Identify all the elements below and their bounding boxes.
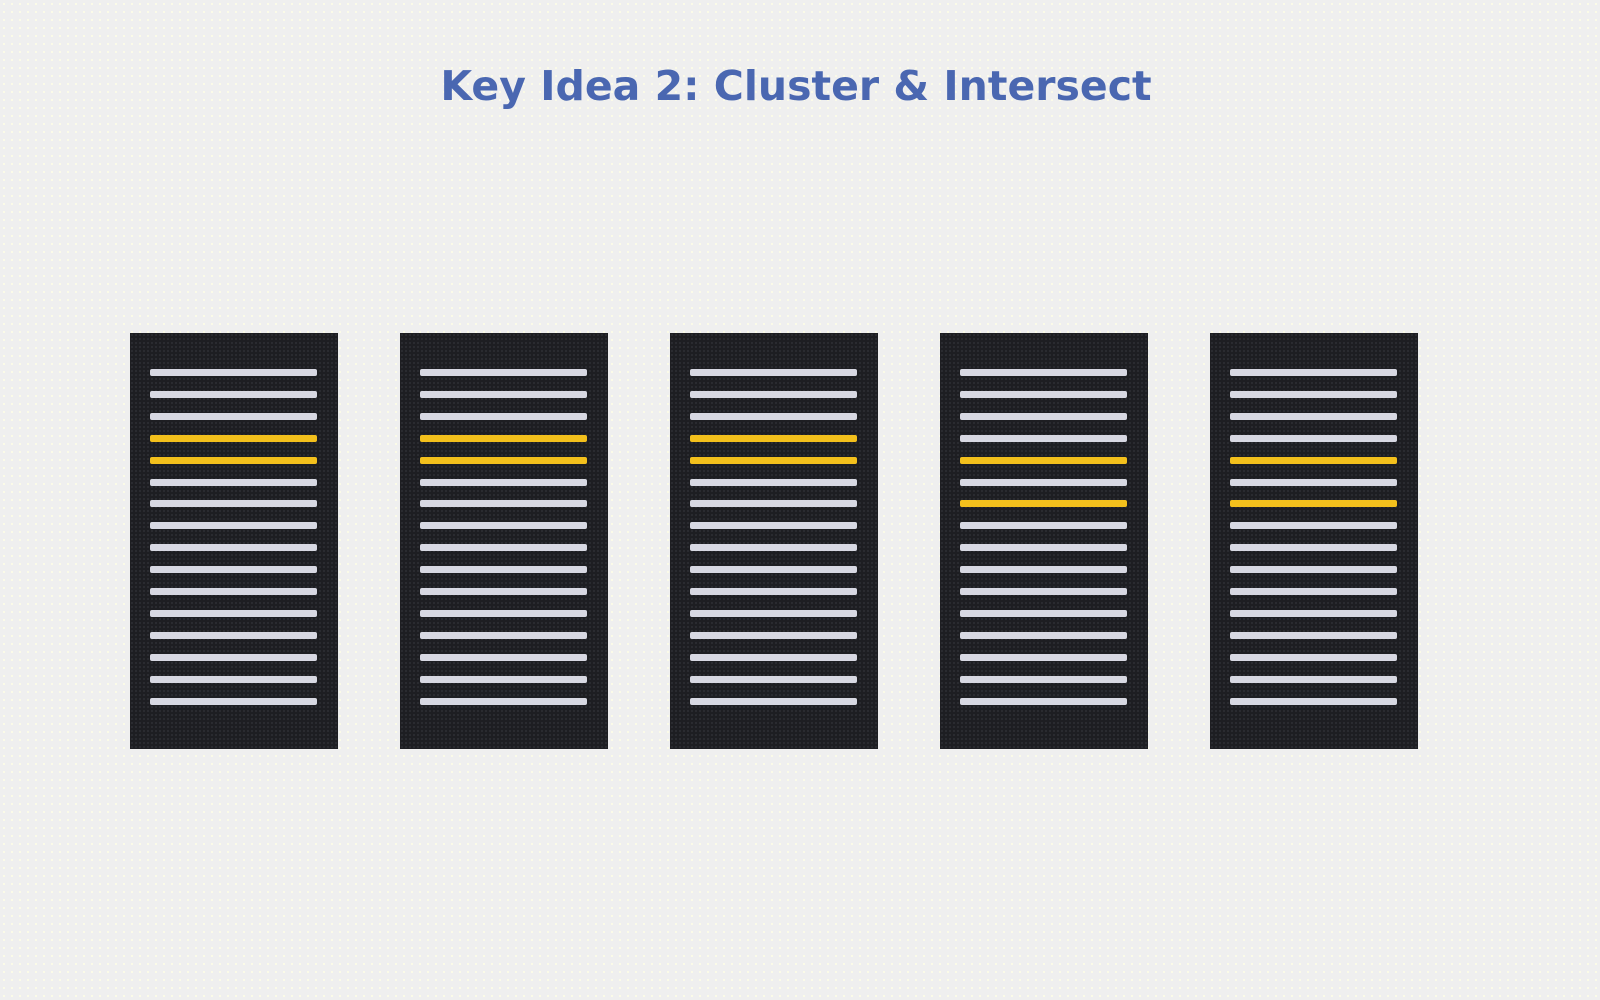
list-row xyxy=(420,631,587,639)
list-row xyxy=(690,412,857,420)
highlighted-row xyxy=(1230,500,1397,508)
list-row xyxy=(150,500,317,508)
list-row xyxy=(960,675,1127,683)
list-row xyxy=(690,588,857,595)
highlighted-row xyxy=(420,434,587,442)
list-row xyxy=(150,653,317,661)
list-row xyxy=(960,588,1127,595)
list-row xyxy=(150,412,317,420)
list-row xyxy=(420,478,587,486)
list-row xyxy=(1230,697,1397,705)
list-row xyxy=(690,478,857,486)
list-row xyxy=(150,544,317,552)
list-row xyxy=(1230,675,1397,683)
list-row xyxy=(150,390,317,398)
list-row xyxy=(690,544,857,552)
list-row xyxy=(690,522,857,530)
list-row xyxy=(960,434,1127,442)
list-row xyxy=(1230,390,1397,398)
list-panel-5 xyxy=(1210,333,1418,749)
list-row xyxy=(690,631,857,639)
list-row xyxy=(150,631,317,639)
list-row xyxy=(1230,566,1397,574)
list-row xyxy=(960,544,1127,552)
list-panel-4 xyxy=(940,333,1148,749)
panel-group xyxy=(130,333,1420,749)
highlighted-row xyxy=(150,456,317,464)
list-row xyxy=(960,566,1127,574)
list-row xyxy=(420,500,587,508)
list-panel-3 xyxy=(670,333,878,749)
list-row xyxy=(420,390,587,398)
highlighted-row xyxy=(960,500,1127,508)
slide-title: Key Idea 2: Cluster & Intersect xyxy=(440,62,1152,110)
list-row xyxy=(420,675,587,683)
highlighted-row xyxy=(1230,456,1397,464)
list-row xyxy=(420,544,587,552)
list-row xyxy=(150,566,317,574)
list-row xyxy=(960,631,1127,639)
list-row xyxy=(150,522,317,530)
list-row xyxy=(150,609,317,617)
list-row xyxy=(960,478,1127,486)
highlighted-row xyxy=(690,456,857,464)
list-row xyxy=(1230,412,1397,420)
list-row xyxy=(690,369,857,376)
list-row xyxy=(1230,478,1397,486)
list-row xyxy=(690,500,857,508)
highlighted-row xyxy=(150,434,317,442)
list-row xyxy=(150,675,317,683)
list-row xyxy=(420,697,587,705)
list-panel-1 xyxy=(130,333,338,749)
list-row xyxy=(150,478,317,486)
highlighted-row xyxy=(420,456,587,464)
list-row xyxy=(1230,522,1397,530)
list-row xyxy=(420,566,587,574)
list-row xyxy=(690,697,857,705)
highlighted-row xyxy=(960,456,1127,464)
list-row xyxy=(960,653,1127,661)
list-row xyxy=(150,369,317,376)
list-row xyxy=(420,522,587,530)
list-row xyxy=(690,390,857,398)
list-row xyxy=(420,369,587,376)
list-row xyxy=(690,609,857,617)
highlighted-row xyxy=(690,434,857,442)
list-row xyxy=(150,697,317,705)
list-row xyxy=(420,609,587,617)
list-row xyxy=(1230,653,1397,661)
list-row xyxy=(690,653,857,661)
list-row xyxy=(420,653,587,661)
list-row xyxy=(1230,609,1397,617)
list-row xyxy=(150,588,317,595)
list-row xyxy=(420,588,587,595)
list-row xyxy=(1230,369,1397,376)
list-row xyxy=(960,609,1127,617)
list-row xyxy=(960,522,1127,530)
list-row xyxy=(1230,631,1397,639)
list-row xyxy=(960,390,1127,398)
list-row xyxy=(690,566,857,574)
list-row xyxy=(960,697,1127,705)
list-row xyxy=(960,412,1127,420)
list-row xyxy=(690,675,857,683)
list-row xyxy=(1230,544,1397,552)
list-row xyxy=(1230,588,1397,595)
list-panel-2 xyxy=(400,333,608,749)
list-row xyxy=(960,369,1127,376)
list-row xyxy=(1230,434,1397,442)
list-row xyxy=(420,412,587,420)
